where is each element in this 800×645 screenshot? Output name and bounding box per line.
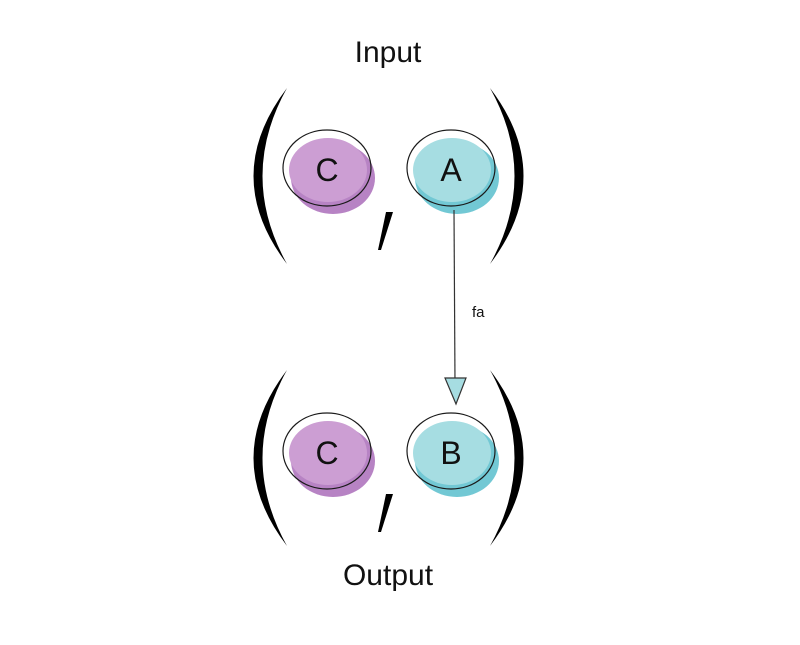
input-node-c-fill (289, 138, 367, 202)
output-node-b: B (406, 412, 499, 497)
input-left-paren (253, 88, 287, 264)
output-comma (378, 494, 393, 532)
fa-edge-label: fa (472, 304, 485, 321)
input-title: Input (355, 36, 422, 69)
output-node-b-fill (413, 421, 491, 485)
input-node-a-outline (406, 129, 496, 207)
input-right-paren (490, 88, 524, 264)
input-node-a-fill (413, 138, 491, 202)
input-node-a-label: A (440, 152, 462, 188)
output-node-c-label: C (315, 435, 338, 471)
output-node-b-label: B (440, 435, 461, 471)
output-node-c-fill (289, 421, 367, 485)
fa-arrow-line (453, 209, 456, 385)
output-left-paren (253, 370, 287, 546)
input-node-a: A (406, 129, 499, 214)
output-node-c-outline (282, 412, 372, 490)
input-node-c-outline (282, 129, 372, 207)
input-comma (378, 212, 393, 250)
output-right-paren (490, 370, 524, 546)
input-node-c-label: C (315, 152, 338, 188)
output-node-c: C (282, 412, 375, 497)
output-title: Output (343, 559, 434, 592)
input-node-c: C (282, 129, 375, 214)
fa-arrowhead (444, 377, 467, 406)
output-node-b-outline (406, 412, 496, 490)
